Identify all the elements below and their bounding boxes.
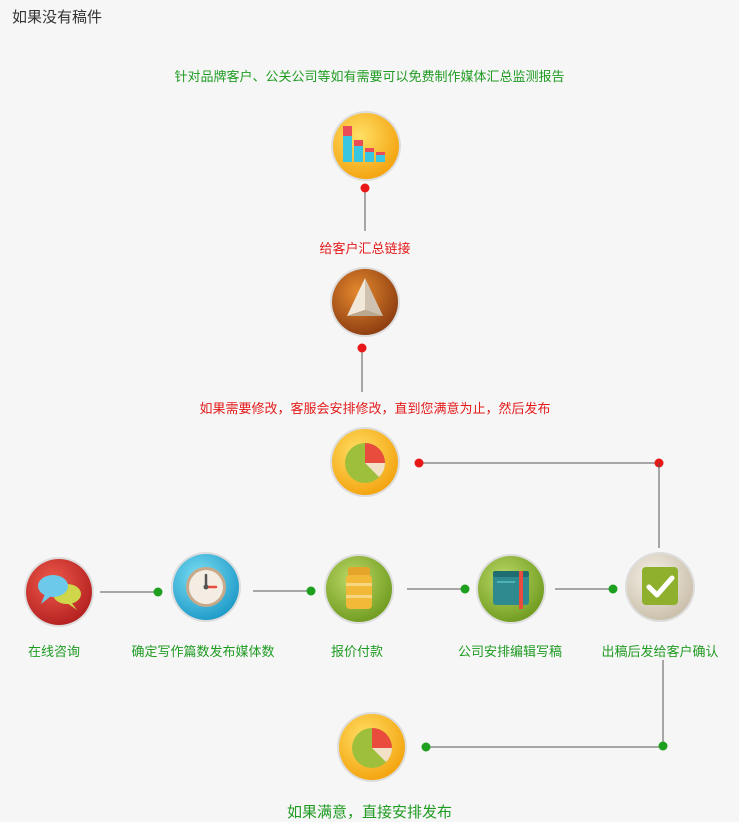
- chat-bubbles-icon: [23, 556, 95, 628]
- bottom-note: 如果满意，直接安排发布: [286, 803, 452, 821]
- clock-icon: [170, 551, 242, 623]
- paper-plane-icon: [329, 266, 401, 338]
- red-dot-link: [357, 343, 367, 353]
- send-link-label: 给客户汇总链接: [319, 242, 411, 257]
- red-dot-revise-left: [414, 458, 424, 468]
- bar-chart-icon: [330, 110, 402, 182]
- publish-pie-chart-icon: [336, 711, 408, 783]
- notebook-icon: [475, 553, 547, 625]
- flow-step-label-confirm: 出稿后发给客户确认: [601, 645, 719, 660]
- flow-step-label-decide: 确定写作篇数发布媒体数: [131, 645, 275, 660]
- top-note: 针对品牌客户、公关公司等如有需要可以免费制作媒体汇总监测报告: [174, 70, 565, 85]
- flow-step-label-consult: 在线咨询: [27, 645, 80, 660]
- flow-step-label-write: 公司安排编辑写稿: [457, 645, 562, 660]
- revise-note: 如果需要修改，客服会安排修改，直到您满意为止，然后发布: [199, 402, 551, 417]
- coin-stack-icon: [323, 553, 395, 625]
- green-dot-step2: [153, 587, 163, 597]
- flow-step-label-pay: 报价付款: [330, 645, 383, 660]
- red-dot-report: [360, 183, 370, 193]
- checkmark-icon: [624, 551, 696, 623]
- pie-chart-icon: [329, 426, 401, 498]
- green-dot-step4: [460, 584, 470, 594]
- green-dot-step5: [608, 584, 618, 594]
- green-dot-publish: [421, 742, 431, 752]
- page-title: 如果没有稿件: [12, 8, 103, 26]
- green-dot-confirm-bottom: [658, 741, 668, 751]
- green-dot-step3: [306, 586, 316, 596]
